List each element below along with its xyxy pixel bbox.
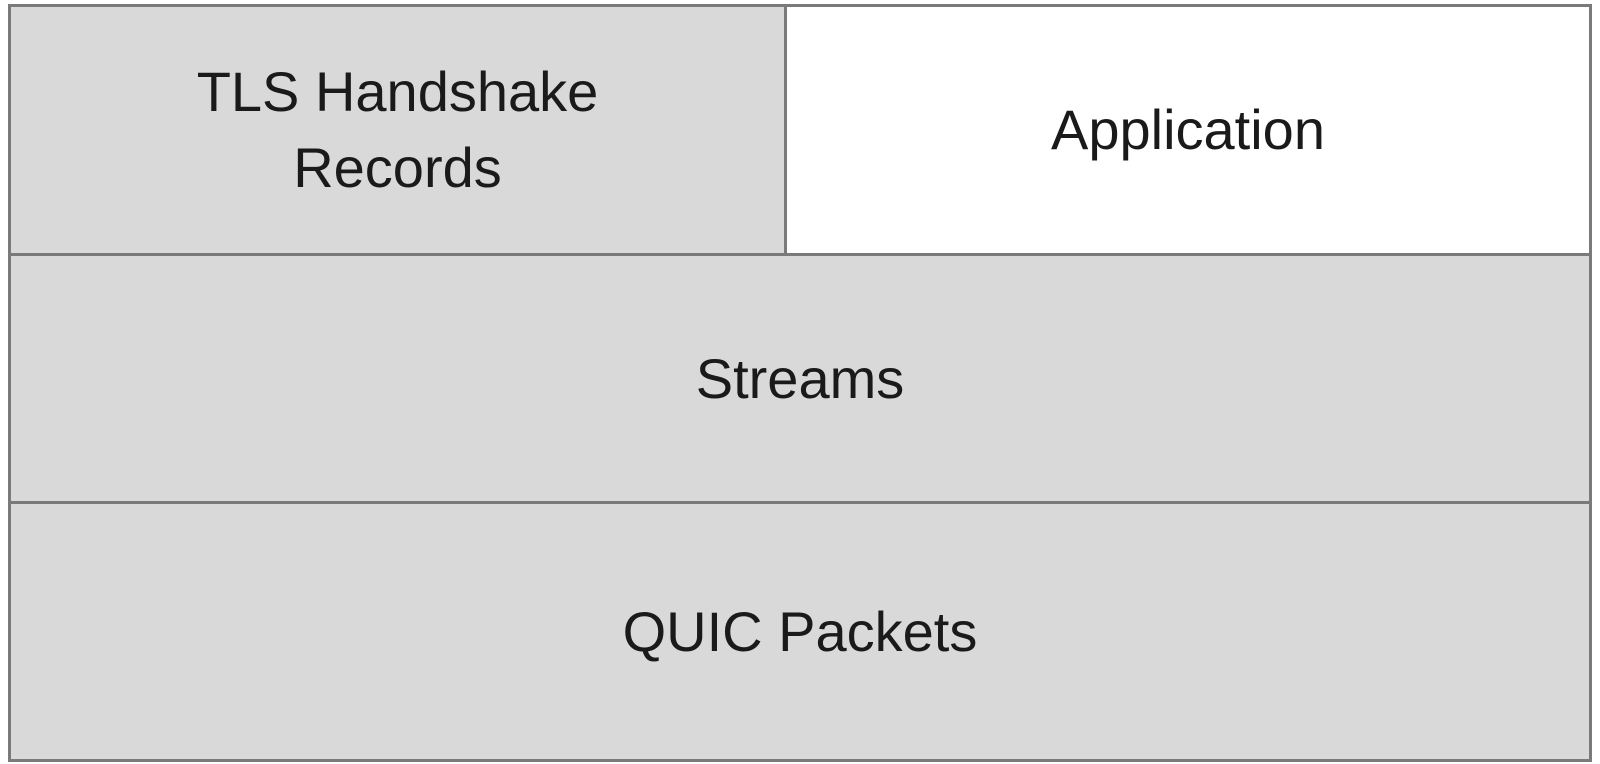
streams-label: Streams [695,346,905,410]
quic-packets-label: QUIC Packets [622,599,978,663]
streams-layer-row: Streams [11,253,1589,501]
application-box: Application [787,7,1589,253]
tls-label-line-1: TLS Handshake [196,60,599,123]
tls-handshake-records-label: TLS Handshake Records [197,54,599,206]
protocol-stack-diagram: TLS Handshake Records Application Stream… [8,4,1592,762]
application-label: Application [1051,98,1325,161]
streams-box: Streams [11,256,1589,501]
tls-label-line-2: Records [293,136,502,199]
quic-packets-layer-row: QUIC Packets [11,501,1589,759]
quic-packets-box: QUIC Packets [11,504,1589,759]
top-layer-row: TLS Handshake Records Application [11,7,1589,253]
tls-handshake-records-box: TLS Handshake Records [11,7,787,253]
